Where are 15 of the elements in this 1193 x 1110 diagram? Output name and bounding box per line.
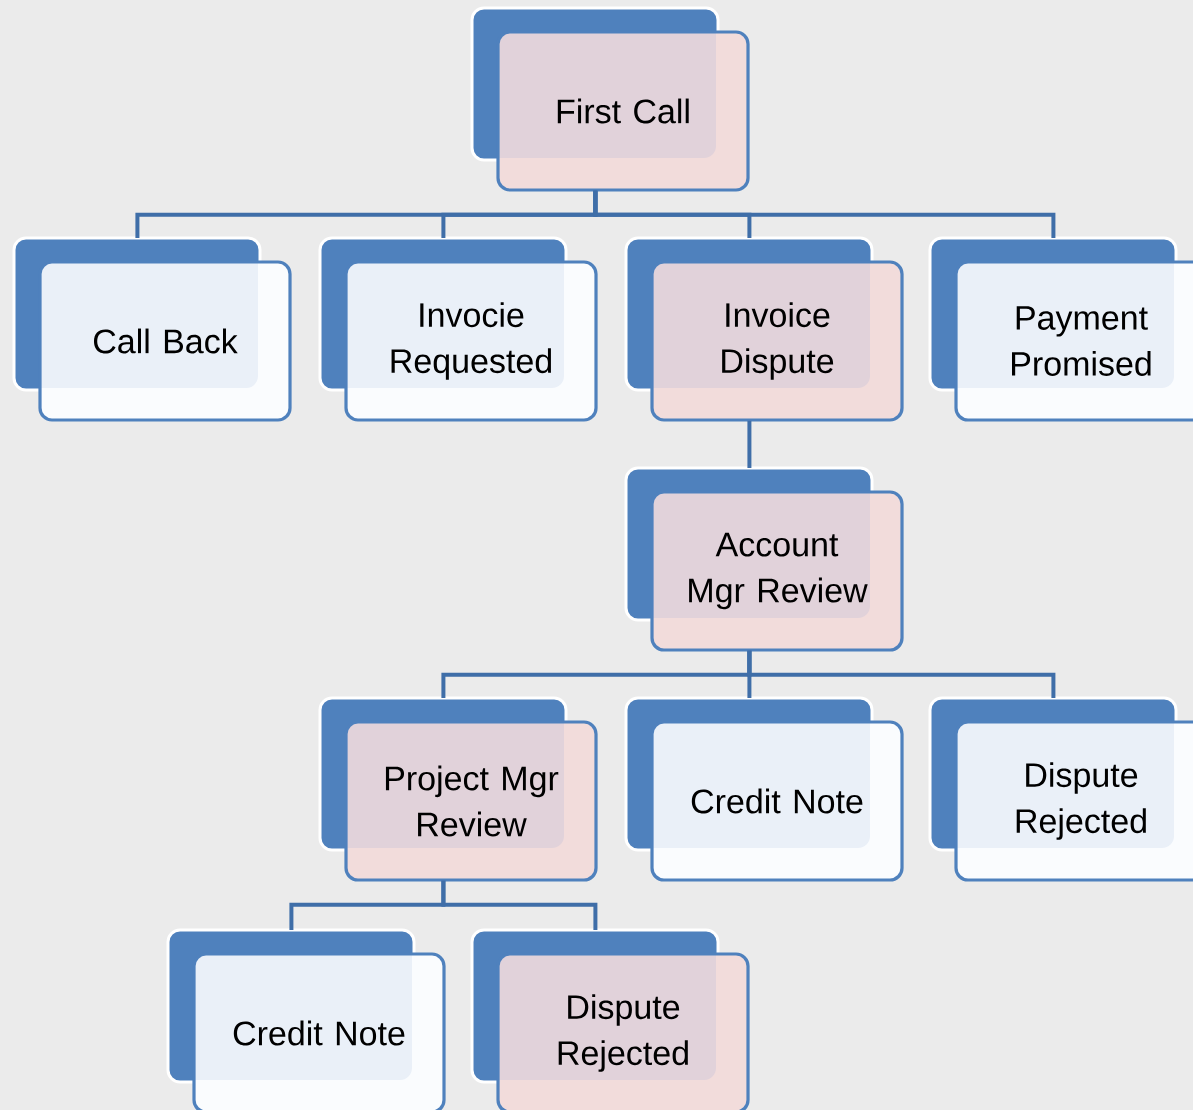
connector	[441, 880, 598, 930]
process-box: First Call	[470, 6, 750, 192]
process-box: Account Mgr Review	[624, 466, 904, 652]
connector	[747, 420, 752, 468]
connector	[593, 190, 1056, 238]
process-box: Project Mgr Review	[318, 696, 598, 882]
process-box: Call Back	[12, 236, 292, 422]
process-box: Credit Note	[624, 696, 904, 882]
connector	[747, 650, 1056, 698]
process-box: Dispute Rejected	[928, 696, 1193, 882]
process-box: Dispute Rejected	[470, 928, 750, 1110]
process-box: Payment Promised	[928, 236, 1193, 422]
process-box: Invoice Dispute	[624, 236, 904, 422]
process-box: Credit Note	[166, 928, 446, 1110]
process-box: Invocie Requested	[318, 236, 598, 422]
